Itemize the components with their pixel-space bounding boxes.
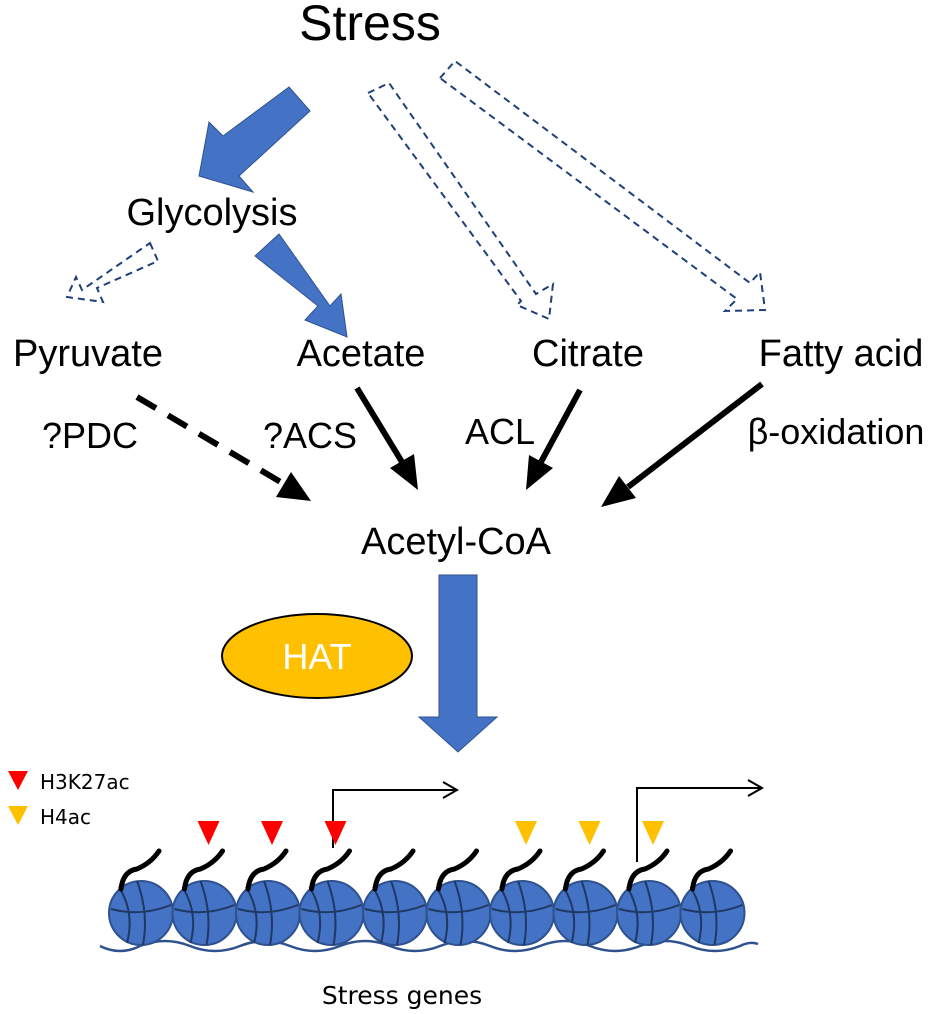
fatty-acid-label: Fatty acid bbox=[759, 333, 924, 375]
nucleosome bbox=[489, 848, 555, 946]
nucleosome bbox=[616, 848, 682, 946]
nucleosome-row bbox=[108, 821, 746, 946]
nucleosome bbox=[298, 848, 365, 946]
nucleosome bbox=[362, 848, 428, 946]
nucleosome bbox=[679, 848, 746, 946]
histone-tail bbox=[563, 848, 606, 892]
histone-tail bbox=[118, 848, 162, 892]
pyruvate-to-acetyl-coa-arrow bbox=[135, 394, 311, 501]
stress-genes-label: Stress genes bbox=[322, 981, 482, 1010]
histone-tail bbox=[436, 848, 479, 892]
histone-tail bbox=[372, 848, 416, 892]
stress-to-glycolysis-arrow bbox=[198, 86, 311, 193]
h3k27ac-mark bbox=[261, 821, 283, 845]
hat-label: HAT bbox=[282, 636, 351, 677]
acetate-label: Acetate bbox=[297, 333, 426, 375]
h4ac-mark bbox=[578, 821, 601, 845]
histone-tail bbox=[690, 848, 733, 892]
stress-label: Stress bbox=[299, 0, 441, 51]
stress-to-citrate-arrow bbox=[366, 81, 555, 321]
nucleosome bbox=[425, 848, 492, 946]
fatty-acid-to-acetyl-coa-arrow bbox=[601, 381, 764, 507]
h3k27ac-mark bbox=[324, 821, 347, 845]
glycolysis-to-acetate-arrow bbox=[254, 233, 348, 338]
beta-oxidation-label: β-oxidation bbox=[748, 411, 925, 452]
nucleosome bbox=[552, 848, 619, 946]
pdc-label: ?PDC bbox=[42, 415, 138, 456]
citrate-to-acetyl-coa-arrow bbox=[526, 388, 583, 490]
dna-strand bbox=[99, 939, 759, 953]
histone-tail bbox=[626, 848, 670, 892]
acs-label: ?ACS bbox=[263, 415, 357, 456]
tss-arrow-1 bbox=[332, 781, 460, 848]
acetate-to-acetyl-coa-arrow bbox=[354, 386, 418, 490]
acl-label: ACL bbox=[465, 411, 535, 452]
nucleosome bbox=[235, 848, 301, 946]
h3k27ac-mark bbox=[197, 821, 220, 845]
h3k27ac-legend-marker bbox=[8, 771, 28, 790]
glycolysis-to-pyruvate-arrow bbox=[65, 241, 160, 304]
acetyl-coa-to-chromatin-arrow bbox=[417, 574, 499, 753]
pyruvate-label: Pyruvate bbox=[13, 333, 163, 375]
histone-tail bbox=[245, 848, 289, 892]
h4ac-legend-marker bbox=[8, 806, 28, 825]
histone-tail bbox=[182, 848, 225, 892]
stress-to-fatty-acid-arrow bbox=[438, 59, 767, 313]
h4ac-legend-label: H4ac bbox=[40, 805, 91, 829]
nucleosome bbox=[108, 848, 174, 946]
h4ac-mark bbox=[642, 821, 664, 845]
histone-tail bbox=[499, 848, 543, 892]
citrate-label: Citrate bbox=[532, 333, 644, 375]
nucleosome bbox=[171, 848, 238, 946]
tss-arrow-2 bbox=[636, 779, 765, 862]
glycolysis-label: Glycolysis bbox=[126, 192, 297, 234]
hat-ellipse bbox=[221, 613, 413, 699]
histone-tail bbox=[309, 848, 352, 892]
h3k27ac-legend-label: H3K27ac bbox=[40, 770, 130, 794]
legend: H3K27ac H4ac bbox=[8, 770, 130, 829]
h4ac-mark bbox=[515, 821, 537, 845]
acetyl-coa-label: Acetyl-CoA bbox=[361, 521, 552, 563]
